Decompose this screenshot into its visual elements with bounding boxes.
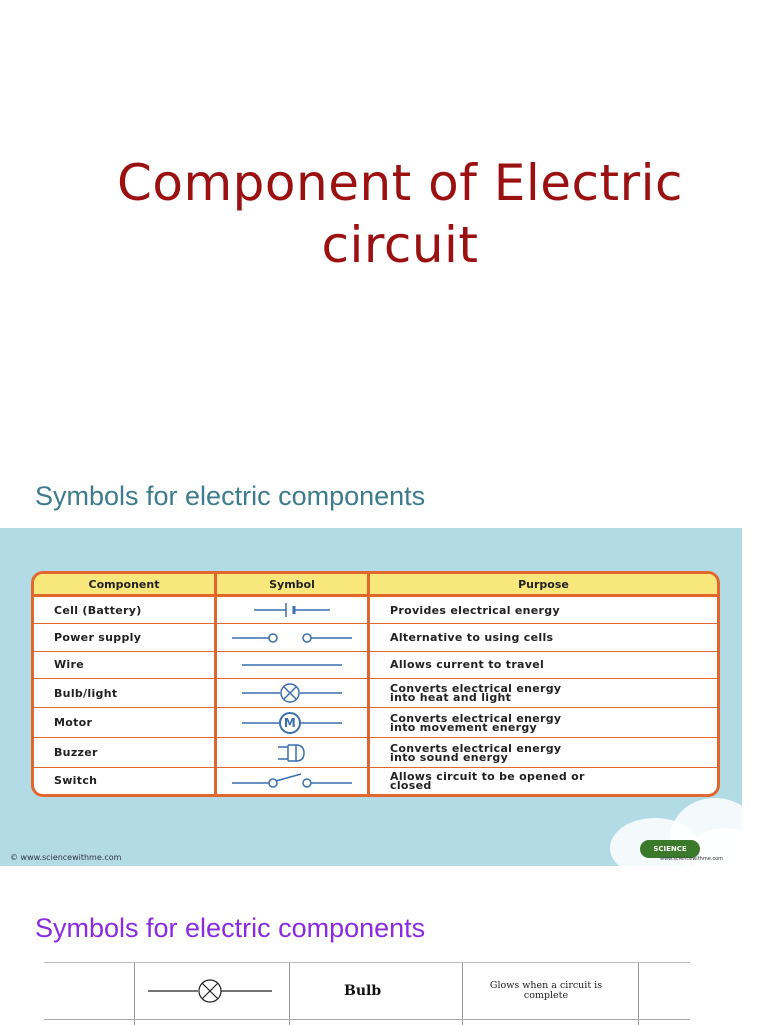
header-symbol: Symbol <box>214 574 369 597</box>
purpose-line: Alternative to using cells <box>390 631 554 645</box>
section-heading-2: Symbols for electric components <box>35 913 426 943</box>
bulb-symbol-icon <box>148 979 272 1003</box>
row-divider <box>44 1019 690 1020</box>
purpose-text: Alternative to using cells <box>367 623 717 652</box>
component-name: Motor <box>34 707 216 739</box>
purpose-line: Converts electrical energy <box>390 741 562 755</box>
slide-title: Component of Electric circuit <box>40 152 760 276</box>
component-name: Bulb <box>344 983 382 999</box>
header-purpose: Purpose <box>367 574 717 597</box>
component-symbols-figure: Component Symbol Purpose Cell (Battery) … <box>0 528 742 866</box>
purpose-line: Allows circuit to be opened or <box>390 769 585 783</box>
column-divider <box>462 963 463 1025</box>
copyright-text: © www.sciencewithme.com <box>10 853 122 862</box>
section-heading-1: Symbols for electric components <box>35 481 426 511</box>
purpose-text: Provides electrical energy <box>367 595 717 625</box>
column-divider <box>134 963 135 1025</box>
motor-symbol-icon: M <box>214 707 369 739</box>
component-name: Power supply <box>34 623 216 652</box>
power-supply-symbol-icon <box>214 623 369 652</box>
components-table-frame: Component Symbol Purpose Cell (Battery) … <box>31 571 720 797</box>
science-logo: SCIENCE <box>640 840 700 858</box>
purpose-line: into movement energy <box>390 720 537 734</box>
svg-text:M: M <box>284 716 296 730</box>
logo-url: www.sciencewithme.com <box>660 856 724 862</box>
purpose-line: into sound energy <box>390 750 509 764</box>
components-table: Component Symbol Purpose Cell (Battery) … <box>34 574 717 794</box>
cell-symbol-icon <box>214 595 369 625</box>
table-header-row: Component Symbol Purpose <box>34 574 717 597</box>
bulb-table: Bulb Glows when a circuit is complete <box>44 962 690 1025</box>
purpose-text: Glows when a circuit is complete <box>489 980 603 1001</box>
wire-symbol-icon <box>214 651 369 679</box>
component-name: Switch <box>54 774 98 788</box>
column-divider <box>638 963 639 1025</box>
table-row: Power supply Alternative to using cells <box>34 623 717 652</box>
component-name: Wire <box>34 651 216 679</box>
column-divider <box>289 963 290 1025</box>
buzzer-symbol-icon <box>214 737 369 768</box>
title-line-1: Component of Electric <box>116 154 684 212</box>
purpose-line: Converts electrical energy <box>390 711 562 725</box>
purpose-line: Allows current to travel <box>390 658 545 672</box>
bulb-symbol-icon <box>214 678 369 709</box>
component-name: Buzzer <box>34 737 216 768</box>
purpose-text: Allows current to travel <box>367 651 717 679</box>
purpose-line: Provides electrical energy <box>390 603 560 617</box>
purpose-line: into heat and light <box>390 691 512 705</box>
header-component: Component <box>34 574 216 597</box>
purpose-line: closed <box>390 778 432 792</box>
purpose-line: Converts electrical energy <box>390 682 562 696</box>
title-line-2: circuit <box>321 216 479 274</box>
component-name: Cell (Battery) <box>34 595 216 625</box>
component-name: Bulb/light <box>34 678 216 709</box>
table-row: Wire Allows current to travel <box>34 651 717 679</box>
switch-symbol-icon <box>214 767 369 794</box>
table-row: Cell (Battery) Provides electrical energ… <box>34 595 717 625</box>
